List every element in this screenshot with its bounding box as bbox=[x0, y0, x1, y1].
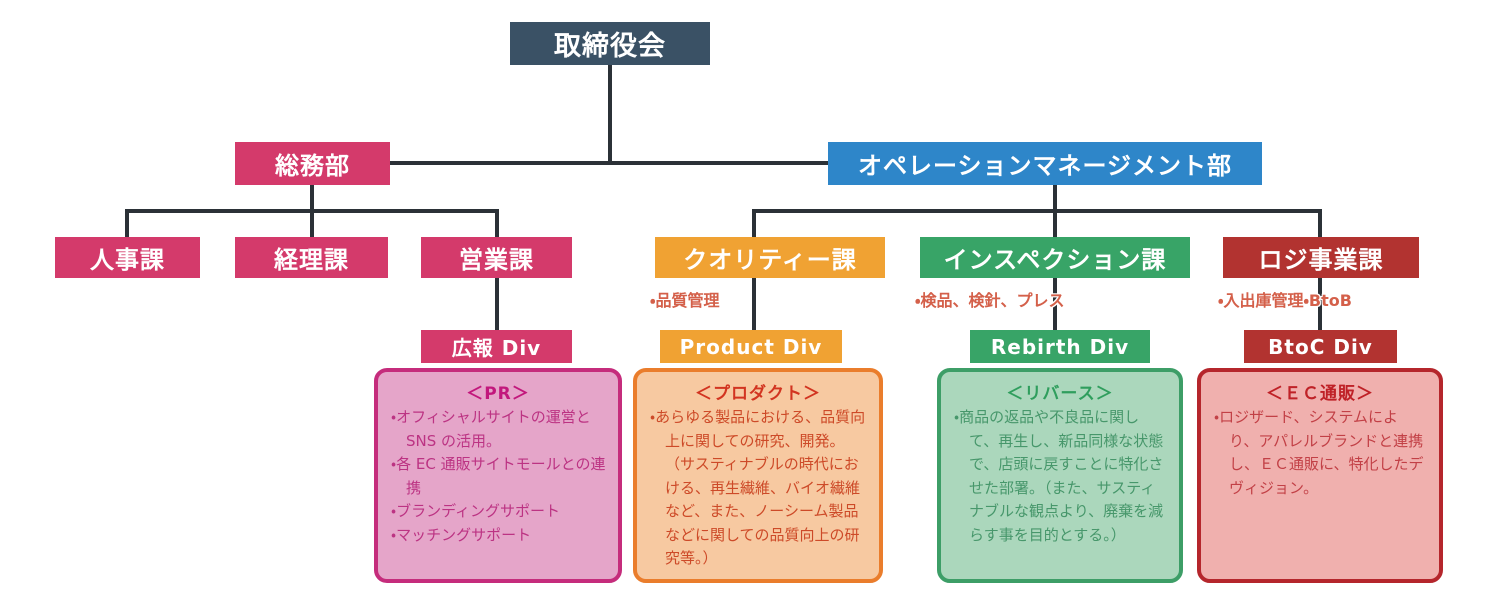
connector-logi-to-btoc bbox=[1318, 278, 1322, 330]
note-inspection: ・検品、検針、プレス bbox=[915, 291, 1065, 310]
node-product-division: Product Div bbox=[660, 330, 842, 363]
connector-root-drop bbox=[608, 64, 612, 163]
connector-logi-drop bbox=[1318, 209, 1322, 237]
node-pr-division: 広報 Div bbox=[421, 330, 572, 363]
connector-quality-drop bbox=[752, 209, 756, 237]
panel-pr-bullets: ・オフィシャルサイトの運営と SNS の活用。・各 EC 通販サイトモールとの連… bbox=[378, 406, 618, 547]
panel-bullet: ・マッチングサポート bbox=[391, 525, 532, 544]
node-sales-section: 営業課 bbox=[421, 237, 572, 278]
note-logi: ・入出庫管理・BtoB bbox=[1218, 291, 1352, 310]
panel-bullet: ・商品の返品や不良品に関して、再生し、新品同様な状態で、店頭に戻すことに特化させ… bbox=[954, 408, 1164, 544]
connector-left-horizontal bbox=[125, 209, 499, 213]
panel-bullet: ・ロジザード、システムにより、アパレルブランドと連携し、ＥＣ通販に、特化したデヴ… bbox=[1214, 408, 1424, 497]
node-quality-section: クオリティー課 bbox=[655, 237, 885, 278]
connector-quality-to-product bbox=[752, 278, 756, 330]
panel-product: ＜プロダクト＞ ・あらゆる製品における、品質向上に関しての研究、開発。（サスティ… bbox=[633, 368, 883, 583]
connector-eigyo-drop bbox=[495, 209, 499, 237]
panel-product-bullets: ・あらゆる製品における、品質向上に関しての研究、開発。（サスティナブルの時代にお… bbox=[637, 406, 879, 571]
node-operation-management-dept: オペレーションマネージメント部 bbox=[828, 142, 1262, 185]
panel-bullet: ・オフィシャルサイトの運営と SNS の活用。 bbox=[391, 408, 591, 450]
node-logistics-section: ロジ事業課 bbox=[1223, 237, 1419, 278]
node-general-affairs-dept: 総務部 bbox=[235, 142, 390, 185]
panel-product-title: ＜プロダクト＞ bbox=[695, 384, 821, 404]
connector-top-horizontal bbox=[390, 161, 830, 165]
connector-right-horizontal bbox=[752, 209, 1322, 213]
node-hr-section: 人事課 bbox=[55, 237, 200, 278]
note-quality: ・品質管理 bbox=[650, 291, 720, 310]
node-inspection-section: インスペクション課 bbox=[920, 237, 1190, 278]
connector-jinji-drop bbox=[125, 209, 129, 237]
panel-pr-title: ＜PR＞ bbox=[466, 384, 530, 404]
panel-pr: ＜PR＞ ・オフィシャルサイトの運営と SNS の活用。・各 EC 通販サイトモ… bbox=[374, 368, 622, 583]
panel-rebirth-title: ＜リバース＞ bbox=[1006, 384, 1114, 404]
panel-bullet: ・各 EC 通販サイトモールとの連携 bbox=[391, 455, 606, 497]
panel-btoc: ＜ＥＣ通販＞ ・ロジザード、システムにより、アパレルブランドと連携し、ＥＣ通販に… bbox=[1197, 368, 1443, 583]
connector-eigyo-to-kouhou bbox=[495, 278, 499, 330]
panel-btoc-title: ＜ＥＣ通販＞ bbox=[1266, 384, 1374, 404]
node-rebirth-division: Rebirth Div bbox=[970, 330, 1150, 363]
panel-rebirth: ＜リバース＞ ・商品の返品や不良品に関して、再生し、新品同様な状態で、店頭に戻す… bbox=[937, 368, 1183, 583]
node-board-of-directors: 取締役会 bbox=[510, 22, 710, 65]
node-accounting-section: 経理課 bbox=[235, 237, 388, 278]
panel-rebirth-bullets: ・商品の返品や不良品に関して、再生し、新品同様な状態で、店頭に戻すことに特化させ… bbox=[941, 406, 1179, 547]
panel-bullet: ・ブランディングサポート bbox=[391, 502, 561, 521]
node-btoc-division: BtoC Div bbox=[1244, 330, 1397, 363]
panel-bullet: ・あらゆる製品における、品質向上に関しての研究、開発。（サスティナブルの時代にお… bbox=[650, 408, 866, 568]
connector-inspection-to-rebirth bbox=[1053, 278, 1057, 330]
panel-btoc-bullets: ・ロジザード、システムにより、アパレルブランドと連携し、ＥＣ通販に、特化したデヴ… bbox=[1201, 406, 1439, 500]
